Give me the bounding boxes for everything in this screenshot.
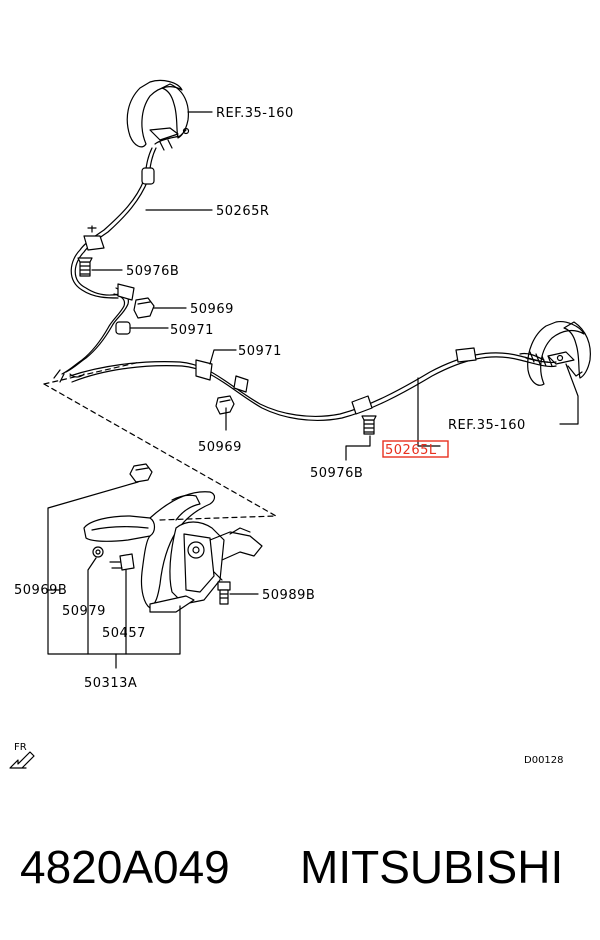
label-50265L: 50265L <box>385 443 437 458</box>
bolt-50989B <box>217 581 231 605</box>
highlight-box <box>382 440 449 458</box>
label-50976B-lower: 50976B <box>310 466 363 481</box>
cable-50265L <box>69 347 557 421</box>
label-ref-right: REF.35-160 <box>448 418 526 433</box>
front-arrow-icon <box>9 751 35 769</box>
front-marker: FR <box>14 742 27 753</box>
label-50969-upper: 50969 <box>190 302 234 317</box>
label-50457: 50457 <box>102 626 146 641</box>
label-50976B-upper: 50976B <box>126 264 179 279</box>
clip-50969-upper <box>133 297 155 319</box>
part-number: 4820A049 <box>20 841 230 893</box>
rear-brake-shoe-right <box>527 321 591 386</box>
bolt-50976B-upper <box>77 257 93 277</box>
label-50979: 50979 <box>62 604 106 619</box>
switch-50979 <box>109 553 135 571</box>
label-50969-lower: 50969 <box>198 440 242 455</box>
nut-lever-small <box>92 546 104 558</box>
leader-lines <box>47 111 579 669</box>
clip-50969-lower <box>215 395 235 415</box>
assembly-outline <box>43 361 277 521</box>
brand-name: MITSUBISHI <box>300 841 564 893</box>
label-50971-upper: 50971 <box>170 323 214 338</box>
label-50265R: 50265R <box>216 204 269 219</box>
bolt-50976B-lower <box>361 415 377 435</box>
label-ref-top: REF.35-160 <box>216 106 294 121</box>
label-50313A: 50313A <box>84 676 137 691</box>
label-50969B: 50969B <box>14 583 67 598</box>
diagram-code: D00128 <box>524 755 564 766</box>
cable-50265R <box>53 147 157 383</box>
lever-assembly-50313A <box>83 491 263 613</box>
parking-brake-cable-diagram: REF.35-160 50265R 50976B 50969 50971 509… <box>9 79 591 769</box>
nut-50969B <box>129 463 153 483</box>
rear-brake-shoe-left <box>126 79 190 151</box>
label-50971-middle: 50971 <box>238 344 282 359</box>
label-50989B: 50989B <box>262 588 315 603</box>
